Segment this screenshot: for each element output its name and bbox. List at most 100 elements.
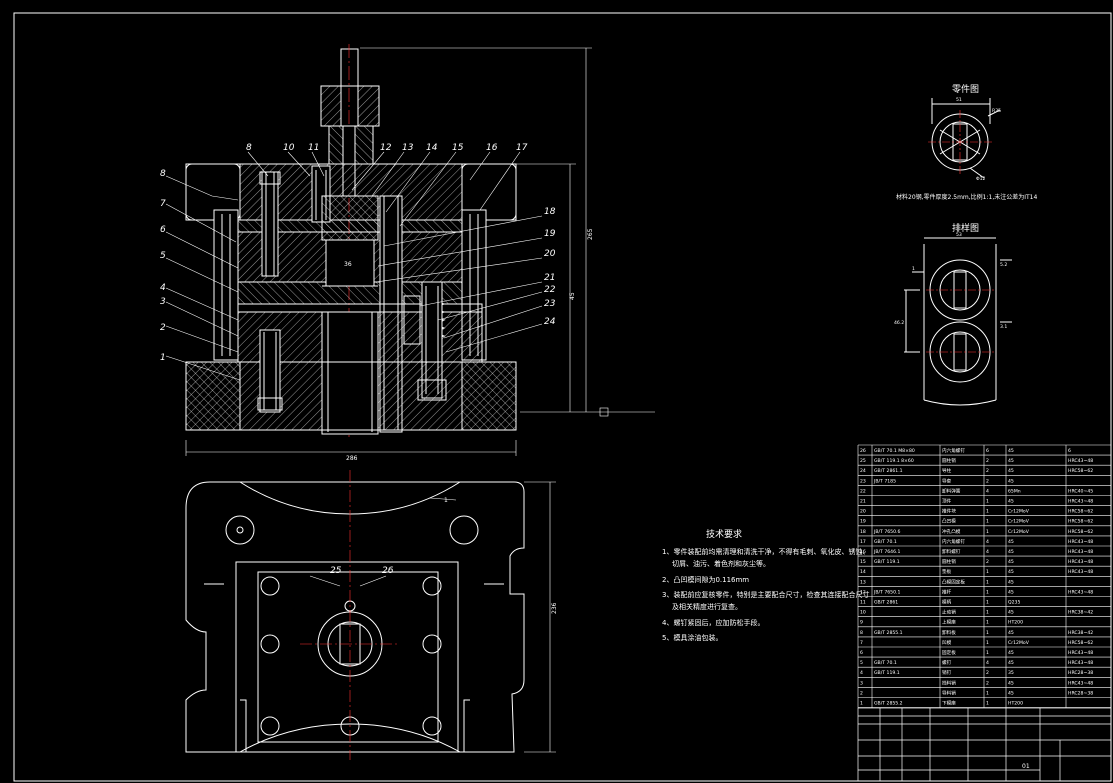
bom-cell-note: HRC43~48: [1068, 549, 1093, 555]
bom-cell-mat: 45: [1008, 569, 1014, 575]
bom-cell-code: JB/T 7650.6: [873, 529, 900, 535]
drawing-frame: [13, 12, 1112, 782]
bom-cell-no: 23: [860, 478, 866, 484]
bom-cell-name: 止动销: [942, 609, 956, 616]
bom-cell-mat: HT200: [1008, 701, 1023, 707]
svg-text:20: 20: [544, 249, 556, 259]
bom-cell-name: 导料销: [942, 689, 956, 696]
bom-cell-name: 卸料弹簧: [942, 487, 961, 494]
bom-cell-name: 上模座: [942, 619, 956, 626]
bom-cell-name: 凸凹模: [942, 518, 956, 525]
bom-cell-mat: Q235: [1008, 600, 1020, 606]
part-drawing: [931, 98, 1001, 179]
bom-cell-name: 销钉: [942, 669, 952, 676]
bom-cell-no: 12: [860, 589, 866, 595]
bom-cell-no: 20: [860, 509, 866, 515]
strip-dim-pitch: 46.2: [894, 320, 904, 326]
bom-cell-qty: 2: [986, 680, 989, 686]
bom-cell-no: 8: [860, 630, 863, 636]
bom-cell-mat: 45: [1008, 680, 1014, 686]
bom-cell-code: GB/T 119.1: [874, 670, 900, 676]
svg-text:5: 5: [160, 251, 166, 261]
svg-text:3: 3: [160, 297, 166, 307]
part-title: 零件图: [952, 83, 979, 95]
bom-cell-qty: 1: [986, 701, 989, 707]
balloon-numbers: 1 2 3 4 5 6 7 8 8 10 11 12 13 14 15 16 1…: [160, 143, 556, 363]
bom-cell-code: GB/T 2861: [874, 600, 898, 606]
bom-cell-name: 垫板: [942, 568, 952, 575]
bom-cell-code: GB/T 2855.2: [874, 701, 903, 707]
bom-cell-mat: 45: [1008, 579, 1014, 585]
bom-cell-note: HRC28~38: [1068, 690, 1093, 696]
bom-cell-mat: Cr12MoV: [1008, 529, 1030, 535]
bom-cell-mat: 45: [1008, 630, 1014, 636]
bom-cell-mat: Cr12MoV: [1008, 509, 1030, 515]
bom-cell-no: 14: [860, 569, 866, 575]
bom-cell-no: 3: [860, 680, 863, 686]
bom-cell-mat: 45: [1008, 660, 1014, 666]
bom-cell-no: 18: [860, 529, 866, 535]
bom-cell-code: GB/T 2855.1: [874, 630, 903, 636]
plan-view: [185, 481, 525, 753]
bom-cell-note: HRC43~48: [1068, 559, 1093, 565]
bom-cell-code: GB/T 70.1: [874, 539, 897, 545]
svg-text:2: 2: [160, 323, 166, 333]
bom-cell-no: 4: [860, 670, 863, 676]
plan-centerlines: [300, 470, 400, 760]
bom-cell-no: 2: [860, 690, 863, 696]
bom-cell-mat: 45: [1008, 468, 1014, 474]
plan-dimensions: [309, 481, 556, 753]
bom-cell-qty: 6: [986, 448, 989, 454]
bom-cell-note: HRC40~45: [1068, 488, 1093, 494]
svg-text:8: 8: [160, 169, 166, 179]
bom-cell-name: 卸料螺钉: [942, 548, 961, 555]
bom-cell-note: HRC58~62: [1068, 519, 1093, 525]
svg-text:10: 10: [283, 143, 295, 153]
bom-cell-mat: 45: [1008, 448, 1014, 454]
strip-dim-margin-a: 5.2: [1000, 262, 1007, 268]
svg-text:切屑、油污、着色剂和灰尘等。: 切屑、油污、着色剂和灰尘等。: [672, 559, 770, 568]
bom-cell-no: 5: [860, 660, 863, 666]
bom-cell-mat: 45: [1008, 650, 1014, 656]
svg-text:6: 6: [160, 225, 166, 235]
bom-cell-qty: 4: [986, 549, 989, 555]
dim-height-a: 265: [587, 228, 594, 240]
svg-text:5、模具涂油包装。: 5、模具涂油包装。: [662, 633, 722, 642]
svg-text:4、螺钉紧固后，应加防松手段。: 4、螺钉紧固后，应加防松手段。: [662, 618, 764, 627]
dim-punch-dia: 36: [344, 261, 352, 268]
strip-dim-margin-b: 3.1: [1000, 324, 1007, 330]
bom-cell-code: GB/T 70.1: [874, 660, 897, 666]
balloon-25: 25: [330, 566, 342, 576]
dim-plan-depth: 236: [551, 602, 558, 614]
main-dimensions: [185, 47, 655, 456]
bom-cell-no: 13: [860, 579, 866, 585]
bom-cell-qty: 2: [986, 458, 989, 464]
bom-cell-mat: 45: [1008, 589, 1014, 595]
bom-cell-no: 19: [860, 519, 866, 525]
bom-cell-name: 冲孔凸模: [942, 528, 961, 535]
bom-cell-note: HRC43~48: [1068, 660, 1093, 666]
bom-cell-qty: 1: [986, 509, 989, 515]
strip-layout: [904, 237, 1012, 406]
bom-cell-qty: 4: [986, 539, 989, 545]
svg-text:及相关精度进行复查。: 及相关精度进行复查。: [672, 602, 742, 611]
strip-dim-margin-c: 1: [912, 266, 915, 272]
part-dim-hole: Φ12: [976, 176, 986, 182]
svg-text:14: 14: [426, 143, 438, 153]
svg-text:11: 11: [308, 143, 319, 153]
bom-cell-mat: 45: [1008, 539, 1014, 545]
svg-text:8: 8: [246, 143, 252, 153]
bom-cell-no: 7: [860, 640, 863, 646]
svg-text:4: 4: [160, 283, 166, 293]
dim-plan-angle: 1: [444, 497, 448, 504]
bom-cell-qty: 4: [986, 488, 989, 494]
svg-text:16: 16: [486, 143, 498, 153]
bom-cell-no: 11: [860, 600, 866, 606]
bom-cell-note: HRC58~62: [1068, 468, 1093, 474]
bom-cell-name: 模柄: [942, 599, 952, 606]
bom-cell-mat: 35: [1008, 670, 1014, 676]
bom-cell-qty: 1: [986, 650, 989, 656]
svg-text:2、凸凹模间隙为0.116mm: 2、凸凹模间隙为0.116mm: [662, 575, 749, 584]
dim-height-b: 45: [569, 292, 576, 300]
